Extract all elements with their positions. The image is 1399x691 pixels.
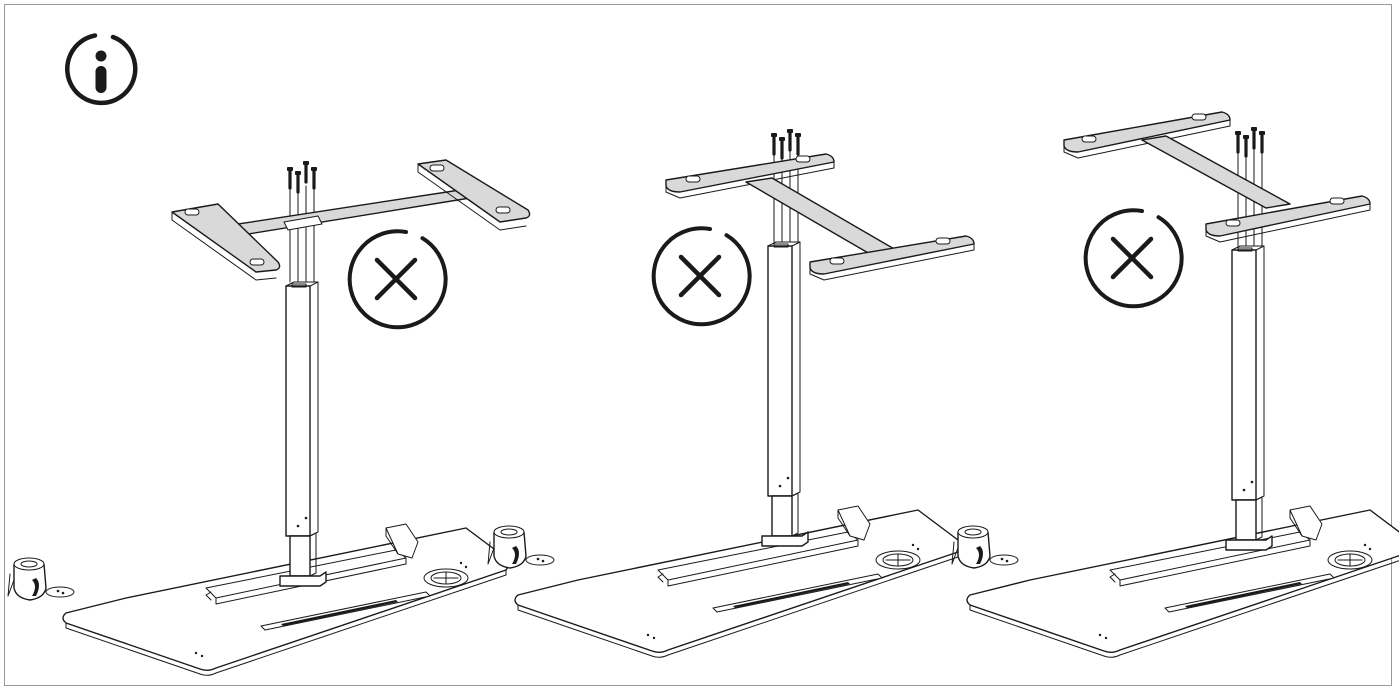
panel-3-circled-x-icon [1086,210,1182,306]
diagram-frame [4,4,1392,686]
panel-1-circled-x-icon [350,231,446,327]
panel-2-circled-x-icon [654,228,750,324]
panel-1-illustration [7,159,531,676]
panel-3-illustration [951,111,1399,658]
info-circle-icon [65,33,138,106]
panel-2-illustration [487,127,975,658]
